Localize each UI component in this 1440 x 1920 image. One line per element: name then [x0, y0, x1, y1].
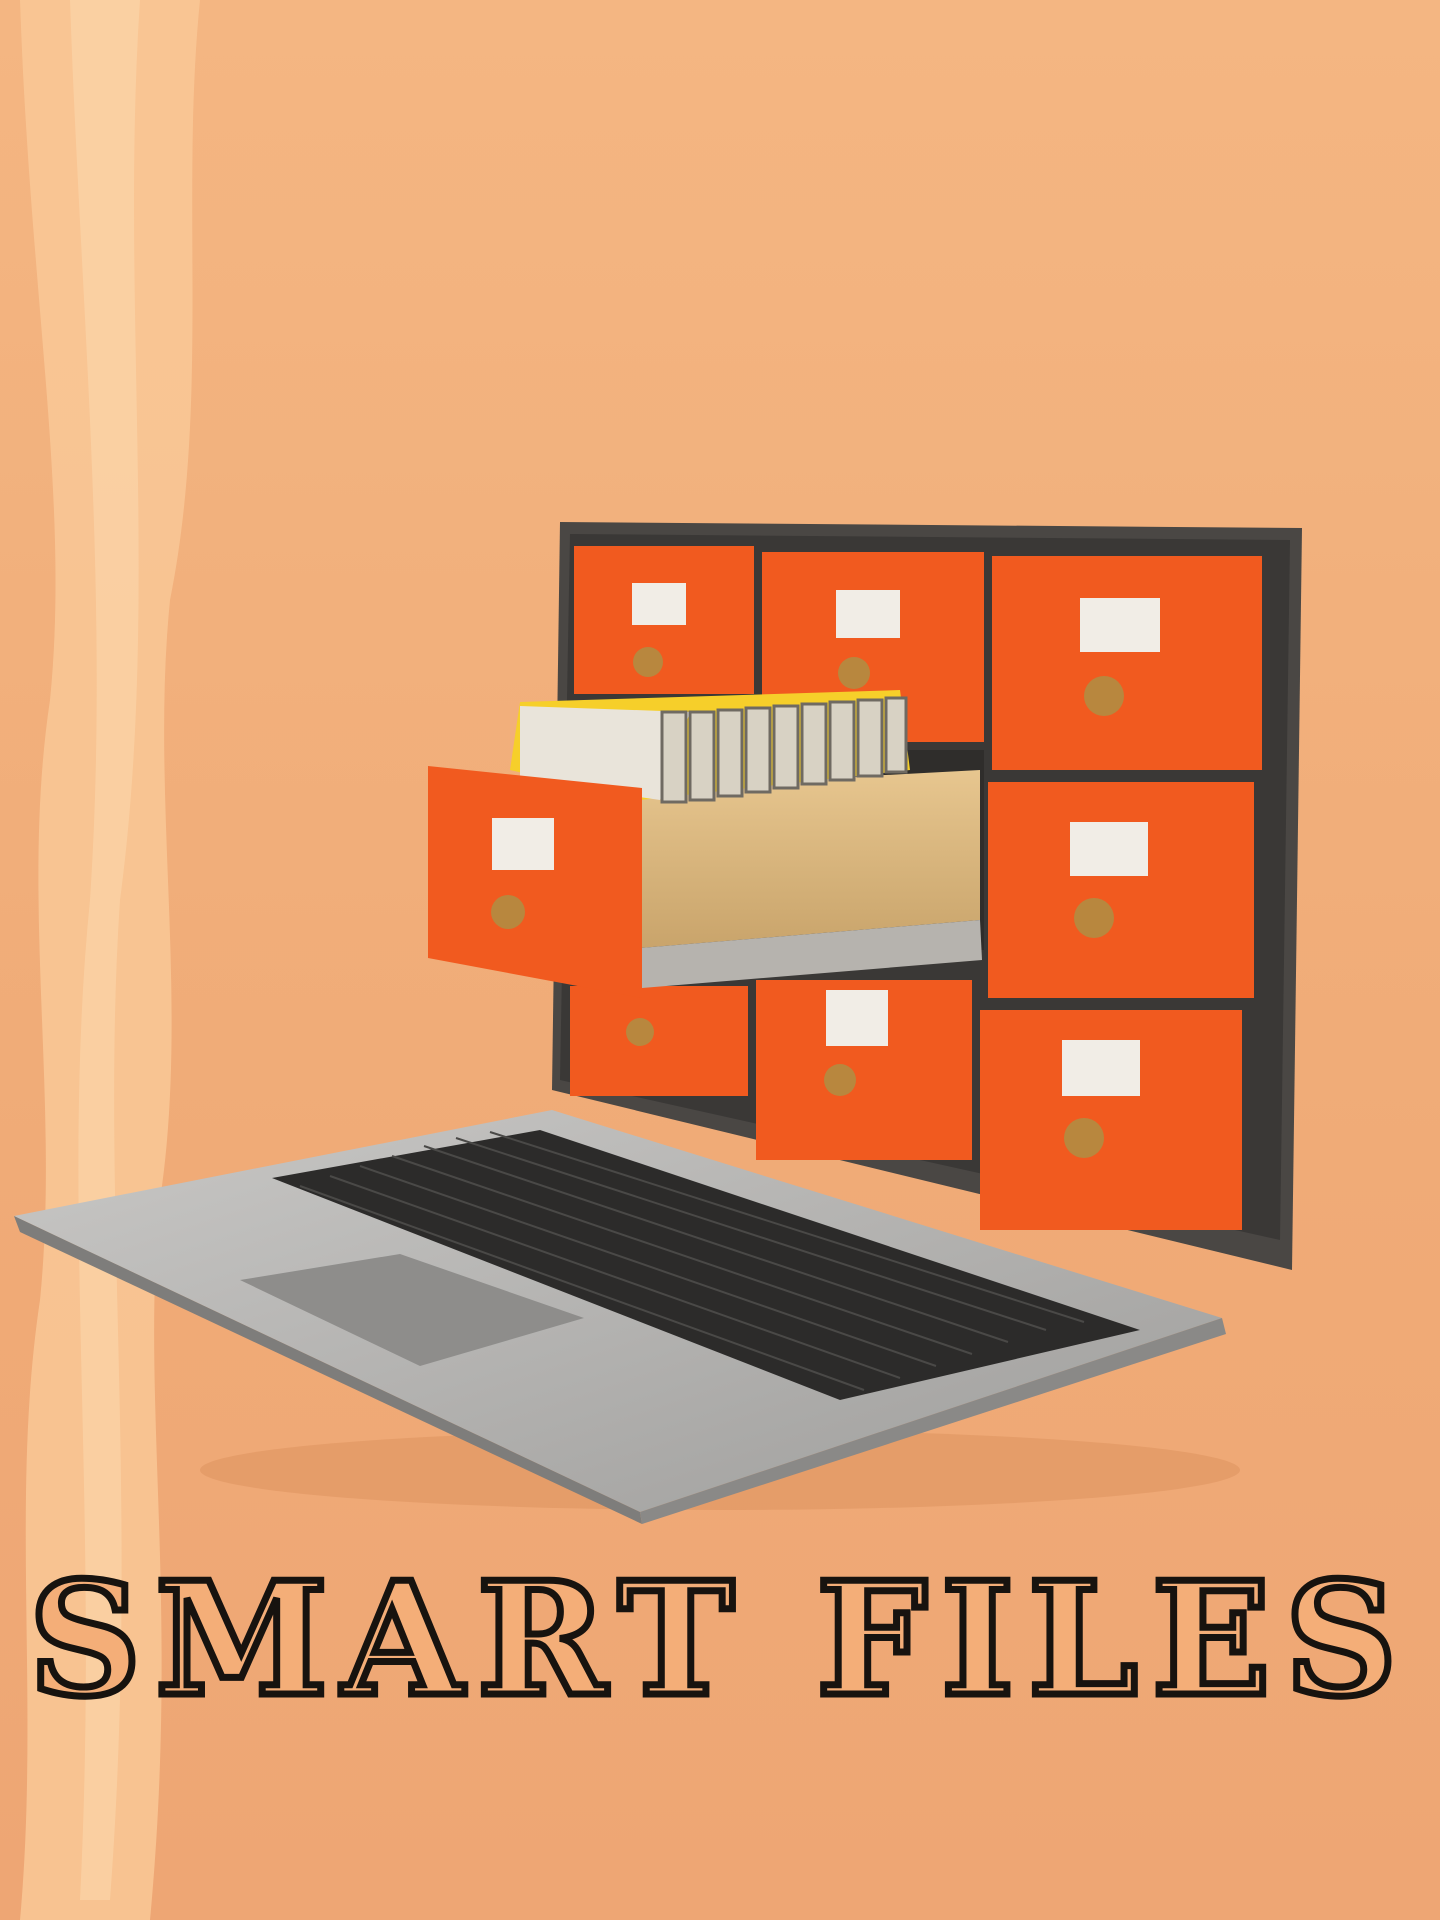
- knob-icon: [1064, 1118, 1104, 1158]
- knob-icon: [838, 657, 870, 689]
- drawer-label: [1080, 598, 1160, 652]
- paint-streak-highlight: [70, 0, 140, 1900]
- drawer-grid: [570, 546, 1262, 1230]
- drawer-label: [1062, 1040, 1140, 1096]
- drawer-side: [640, 770, 980, 948]
- drawer-label: [1070, 822, 1148, 876]
- drawer-icon: [988, 782, 1254, 998]
- drawer-icon: [992, 556, 1262, 770]
- touchpad: [240, 1254, 584, 1366]
- open-drawer: [428, 690, 982, 998]
- knob-icon: [626, 1018, 654, 1046]
- laptop-base-side: [640, 1318, 1226, 1524]
- file-folder-icon: [520, 706, 690, 800]
- drawer-label: [836, 590, 900, 638]
- drawer-rail: [640, 920, 982, 988]
- laptop-base-edge: [14, 1216, 642, 1524]
- poster-title: SMART FILES: [25, 1545, 1412, 1735]
- knob-icon: [1084, 676, 1124, 716]
- drawer-label: [632, 583, 686, 625]
- drawer-label: [492, 818, 554, 870]
- folder-stack: [660, 696, 908, 804]
- knob-icon: [633, 647, 663, 677]
- knob-icon: [1074, 898, 1114, 938]
- keyboard-keys: [299, 1131, 1085, 1391]
- knob-icon: [824, 1064, 856, 1096]
- knob-icon: [491, 895, 525, 929]
- drawer-front: [428, 766, 642, 998]
- drawer-icon: [570, 986, 748, 1096]
- keyboard: [272, 1130, 1140, 1400]
- drawer-label: [826, 990, 888, 1046]
